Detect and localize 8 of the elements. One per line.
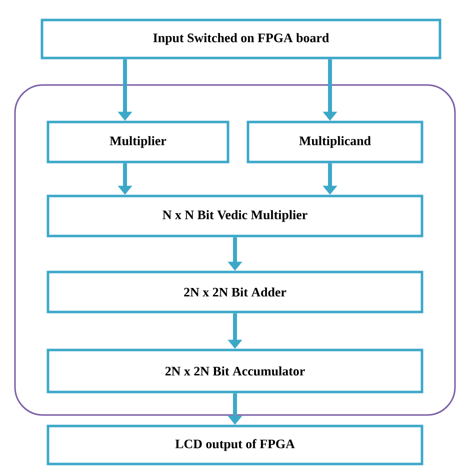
- process-box: Multiplier: [46, 120, 230, 164]
- process-box: Multiplicand: [246, 120, 424, 164]
- process-box: N x N Bit Vedic Multiplier: [46, 194, 424, 238]
- group-outline: [14, 84, 456, 416]
- process-box: Input Switched on FPGA board: [40, 18, 442, 60]
- process-box: 2N x 2N Bit Accumulator: [46, 348, 424, 394]
- process-box: LCD output of FPGA: [46, 424, 424, 466]
- process-box: 2N x 2N Bit Adder: [46, 270, 424, 314]
